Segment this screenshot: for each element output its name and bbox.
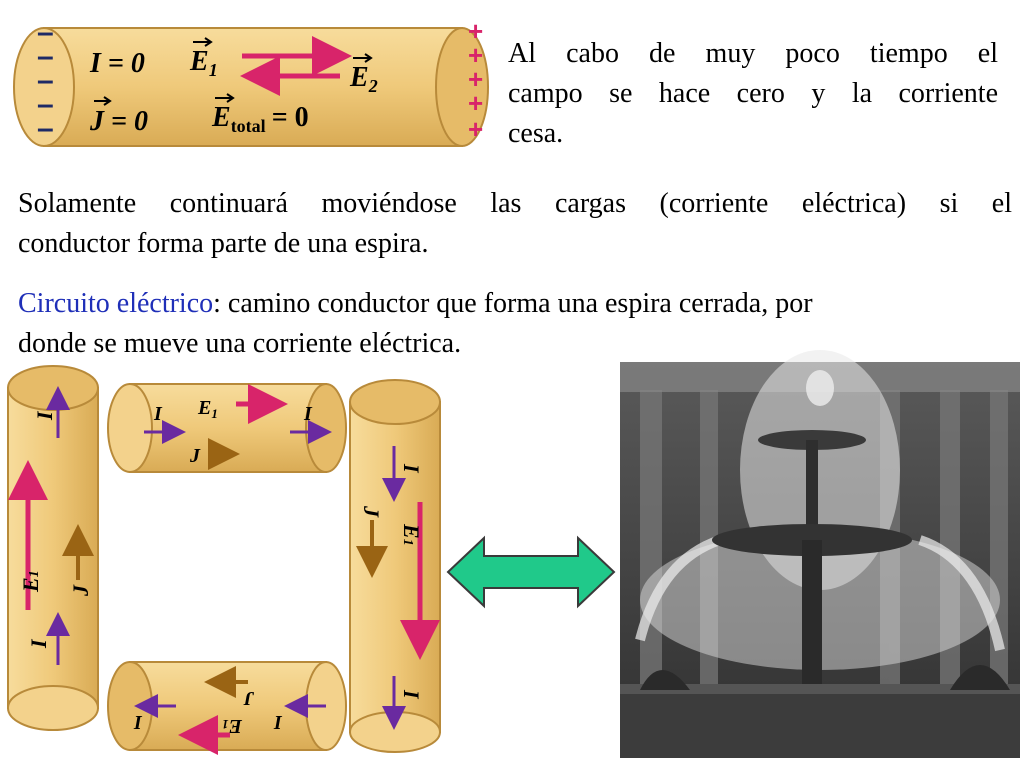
svg-text:J: J bbox=[359, 505, 384, 518]
loop-top-cylinder: E1 I I J bbox=[107, 383, 347, 473]
text-middle: Solamente continuará moviéndose las carg… bbox=[18, 184, 1012, 264]
svg-text:+: + bbox=[468, 114, 483, 144]
text-top-right-line-1: Al cabo de muy poco tiempo el bbox=[508, 38, 998, 69]
svg-text:–: – bbox=[37, 64, 54, 97]
top-conductor: – – – – – + + + + + I = 0 J = 0 E1 E2 Et… bbox=[13, 16, 489, 147]
label-E2: E2 bbox=[349, 62, 378, 96]
circuit-def-rest: : camino conductor que forma una espira … bbox=[213, 288, 813, 319]
svg-text:–: – bbox=[37, 88, 54, 121]
loop-left-cylinder: I E1 J I bbox=[7, 365, 99, 731]
svg-text:J: J bbox=[189, 445, 201, 467]
svg-text:I: I bbox=[133, 711, 143, 733]
svg-text:J: J bbox=[68, 584, 93, 597]
text-top-right-line-3: cesa. bbox=[508, 118, 564, 149]
svg-text:E1: E1 bbox=[18, 570, 43, 593]
double-arrow-icon bbox=[446, 535, 616, 609]
text-middle-line-1: Solamente continuará moviéndose las carg… bbox=[18, 188, 1012, 219]
loop-bottom-cylinder: J I I E1 bbox=[107, 661, 347, 755]
plus-signs: + + + + + bbox=[468, 16, 483, 144]
fountain-photo bbox=[620, 350, 1020, 758]
svg-text:+: + bbox=[468, 64, 483, 94]
circuit-term: Circuito eléctrico bbox=[18, 288, 214, 319]
svg-text:I: I bbox=[26, 638, 51, 649]
loop-right-cylinder: I E1 J I bbox=[349, 379, 441, 753]
svg-text:–: – bbox=[37, 112, 54, 145]
svg-text:–: – bbox=[37, 40, 54, 73]
label-E1: E1 bbox=[189, 46, 218, 80]
text-top-right-line-2: campo se hace cero y la corriente bbox=[508, 78, 998, 109]
text-middle-line-2: conductor forma parte de una espira. bbox=[18, 228, 429, 259]
label-J-zero: J = 0 bbox=[89, 106, 148, 137]
minus-signs: – – – – – bbox=[37, 16, 54, 145]
circuit-def-line-2: donde se mueve una corriente eléctrica. bbox=[18, 328, 462, 359]
svg-text:+: + bbox=[468, 88, 483, 118]
svg-text:I: I bbox=[273, 711, 283, 733]
svg-text:+: + bbox=[468, 40, 483, 70]
text-top-right: Al cabo de muy poco tiempo el campo se h… bbox=[508, 34, 998, 154]
svg-text:–: – bbox=[37, 16, 54, 49]
svg-text:E1: E1 bbox=[222, 715, 243, 737]
svg-text:J: J bbox=[243, 687, 255, 709]
svg-text:I: I bbox=[399, 689, 424, 700]
label-I-zero: I = 0 bbox=[89, 48, 145, 79]
svg-text:I: I bbox=[303, 403, 313, 425]
circuit-definition: Circuito eléctrico: camino conductor que… bbox=[18, 284, 1012, 364]
svg-text:+: + bbox=[468, 16, 483, 46]
svg-text:I: I bbox=[153, 403, 163, 425]
svg-text:I: I bbox=[399, 463, 424, 474]
svg-text:E1: E1 bbox=[197, 397, 218, 421]
label-Etotal: Etotal= 0 bbox=[211, 102, 309, 136]
svg-text:E1: E1 bbox=[399, 523, 424, 546]
svg-text:I: I bbox=[32, 410, 57, 421]
